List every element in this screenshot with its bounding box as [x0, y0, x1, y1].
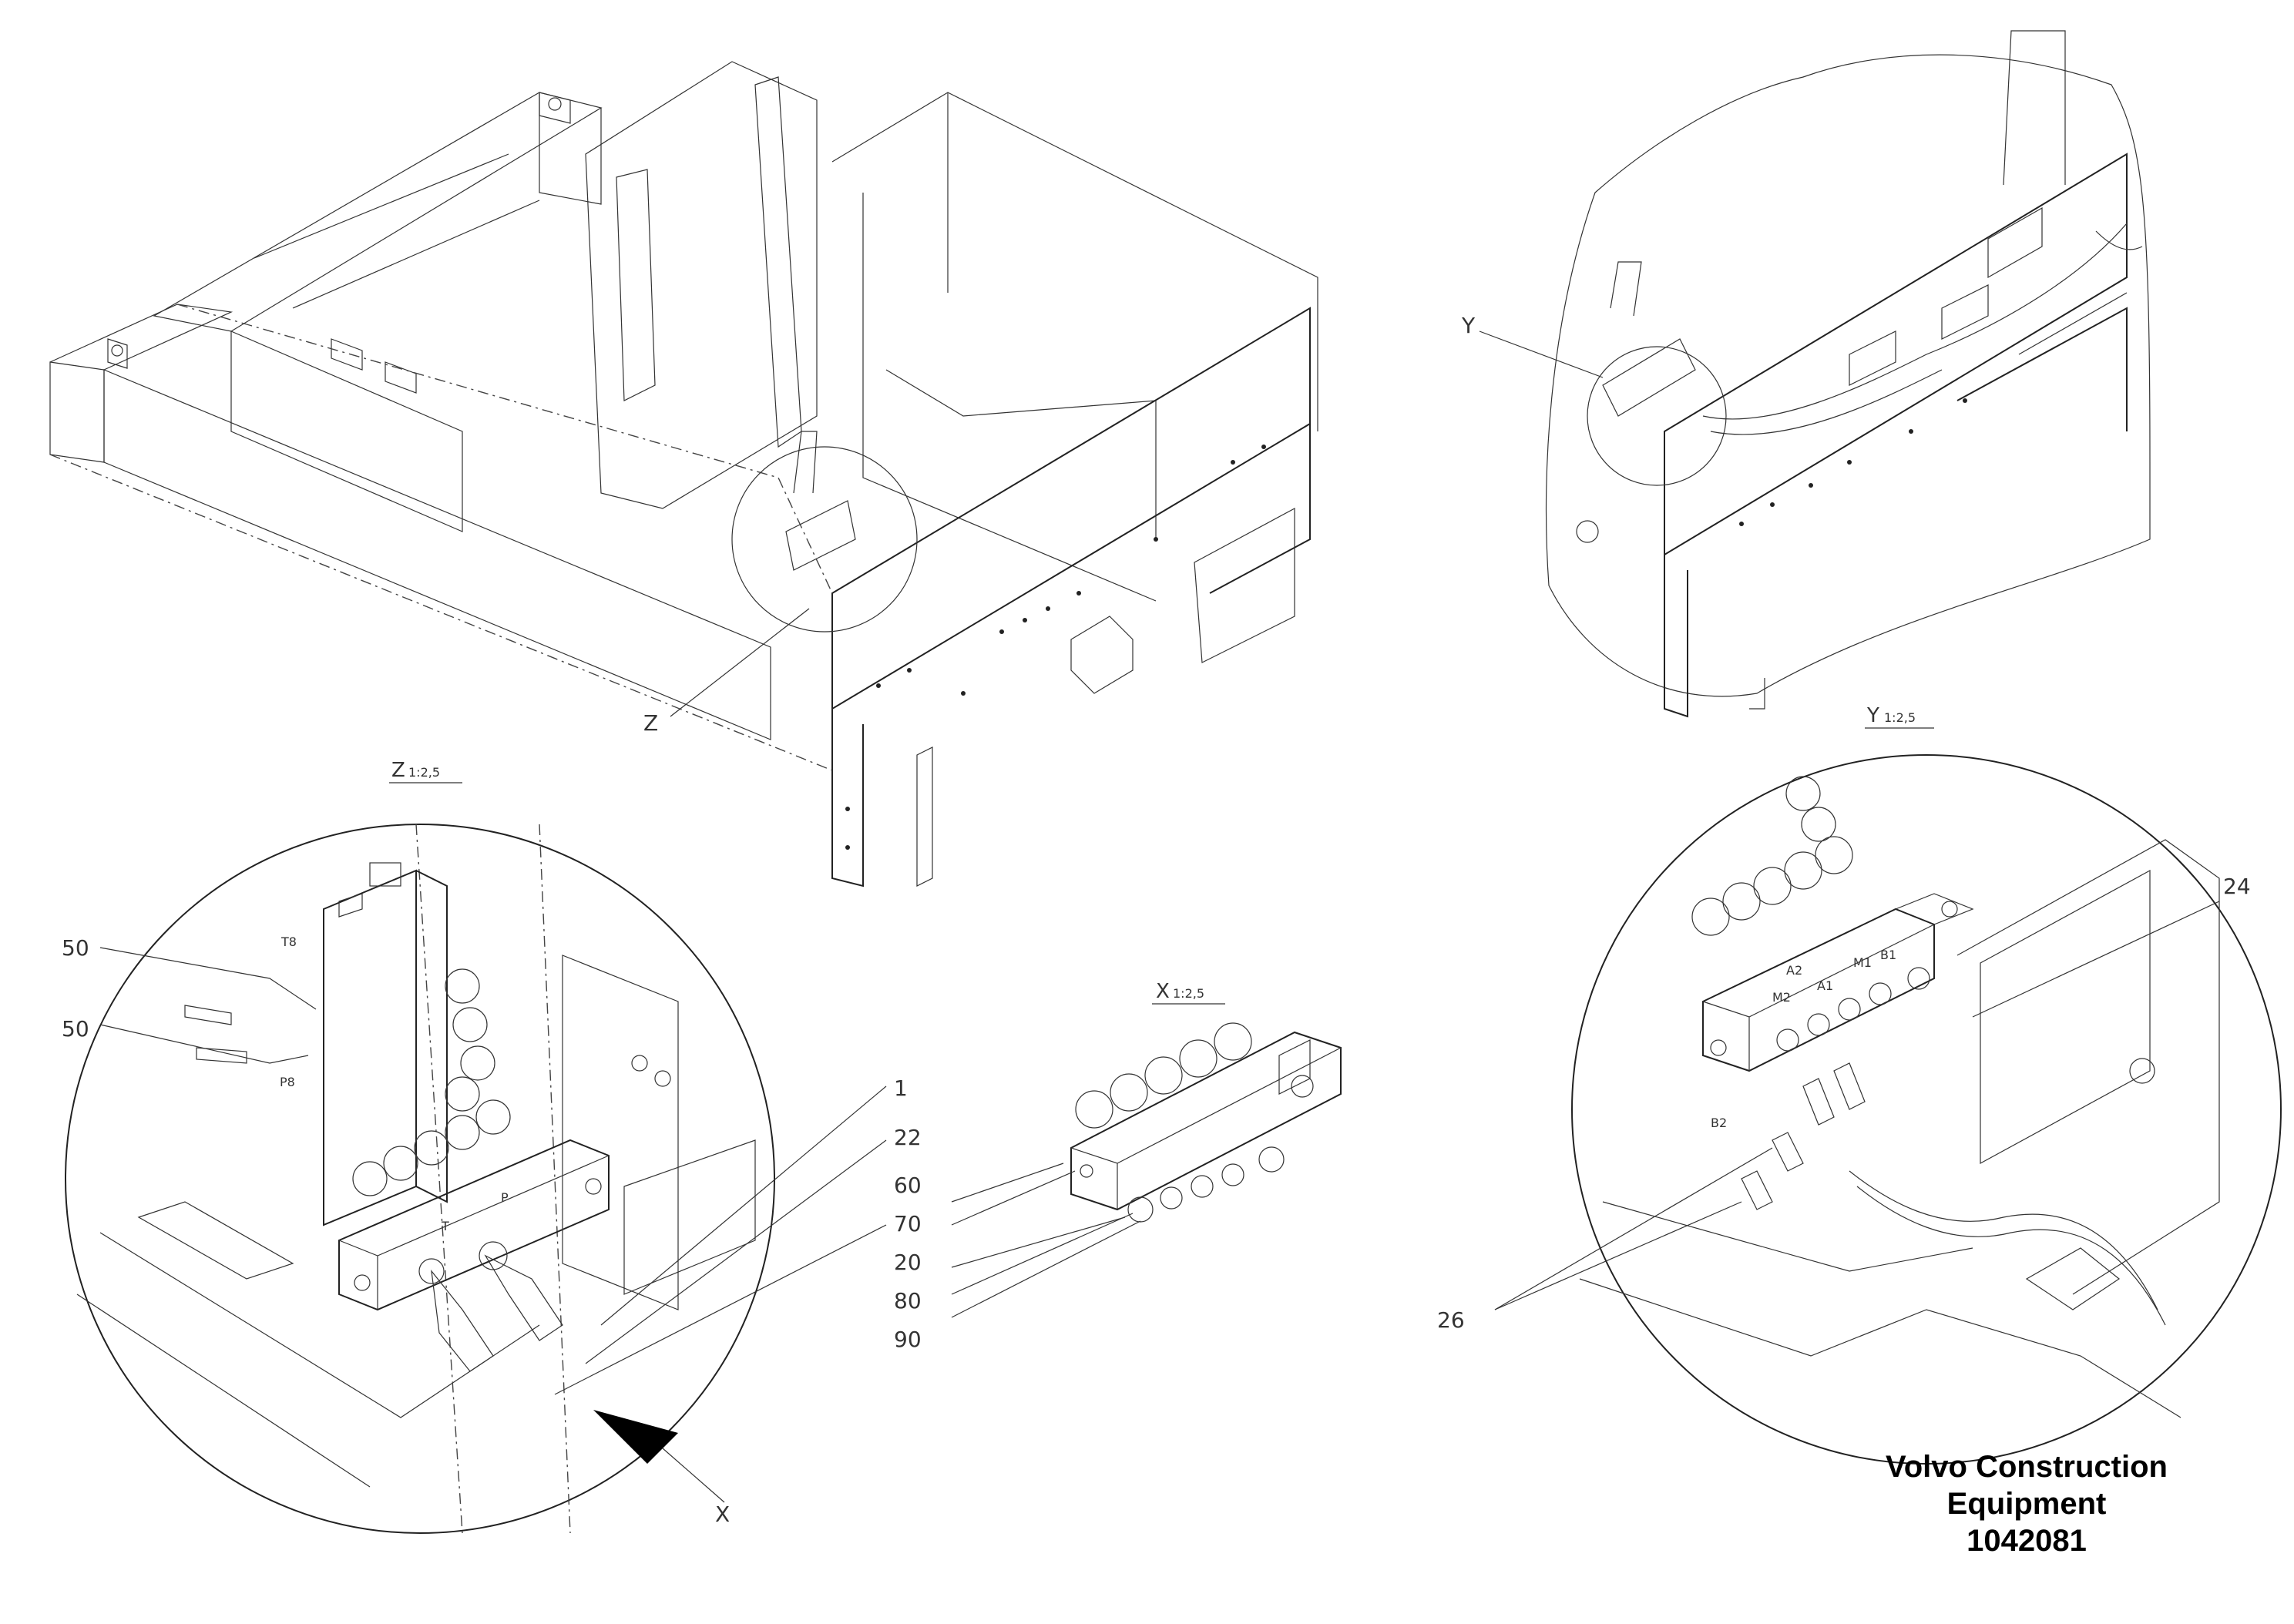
view-x-title: X — [1156, 980, 1170, 1003]
callout-80: 80 — [894, 1288, 922, 1314]
port-a2-label: A2 — [1786, 963, 1802, 978]
view-x-detail — [951, 1022, 1342, 1318]
port-m1-label: M1 — [1853, 955, 1872, 970]
view-z-circle — [65, 824, 775, 1534]
callout-60: 60 — [894, 1173, 922, 1198]
title-block-company: Volvo Construction — [1886, 1450, 2168, 1484]
port-t8-label: T8 — [280, 934, 297, 949]
view-z-marker: Z — [643, 710, 658, 736]
view-z-title: Z — [391, 759, 405, 782]
port-a1-label: A1 — [1817, 978, 1833, 993]
main-frame-assembly — [49, 61, 1318, 887]
view-z-port-labels: T8 P8 T P — [280, 934, 509, 1233]
detail-circle-z — [731, 446, 918, 632]
port-p-label: P — [501, 1190, 509, 1205]
port-t-label: T — [441, 1219, 449, 1233]
view-z-scale: 1:2,5 — [408, 765, 440, 780]
view-z-title-group: Z 1:2,5 — [389, 759, 462, 783]
title-block: Volvo Construction Equipment 1042081 — [1772, 1448, 2281, 1559]
callout-90: 90 — [894, 1327, 922, 1352]
callout-1: 1 — [894, 1075, 908, 1101]
port-b2-label: B2 — [1711, 1116, 1727, 1130]
callout-50-upper: 50 — [62, 935, 89, 961]
view-x-arrow-label: X — [715, 1502, 730, 1527]
port-m2-label: M2 — [1772, 990, 1791, 1005]
detail-circle-y — [1587, 346, 1727, 486]
port-p8-label: P8 — [280, 1075, 295, 1089]
view-x-arrow — [593, 1410, 678, 1464]
view-y-title: Y — [1866, 704, 1879, 727]
view-y-scale: 1:2,5 — [1884, 710, 1916, 725]
view-y-port-labels: A2 A1 M2 M1 B1 B2 — [1711, 948, 1896, 1130]
view-y-title-group: Y 1:2,5 — [1865, 704, 1934, 729]
callout-22: 22 — [894, 1125, 922, 1150]
view-y-circle — [1571, 754, 2282, 1465]
callout-20: 20 — [894, 1250, 922, 1275]
view-y-detail — [1494, 754, 2282, 1465]
callout-70: 70 — [894, 1211, 922, 1236]
callout-24: 24 — [2223, 874, 2251, 899]
title-block-part-number: 1042081 — [1967, 1524, 2087, 1558]
detail-y-panel — [1479, 30, 2151, 718]
port-b1-label: B1 — [1880, 948, 1896, 962]
callout-26: 26 — [1437, 1307, 1465, 1333]
title-block-company-line2: Equipment — [1946, 1487, 2107, 1521]
view-x-title-group: X 1:2,5 — [1152, 980, 1225, 1005]
view-z-detail — [65, 824, 887, 1534]
view-x-callouts: 1 22 60 70 20 80 90 — [894, 1075, 922, 1352]
detail-y-marker: Y — [1461, 313, 1476, 338]
callout-50-lower: 50 — [62, 1016, 89, 1042]
view-x-scale: 1:2,5 — [1173, 986, 1204, 1001]
